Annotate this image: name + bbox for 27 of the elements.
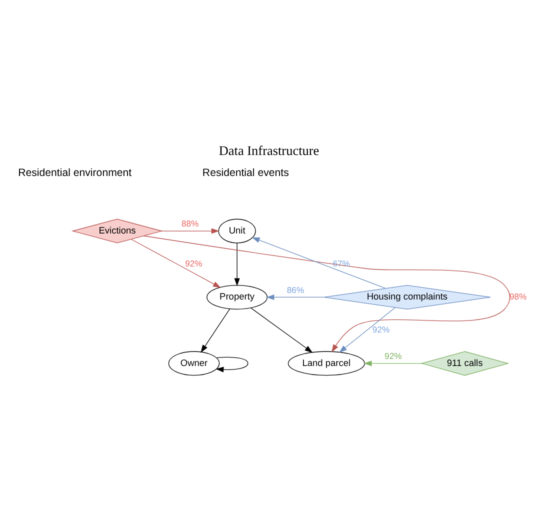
arrow xyxy=(252,237,386,289)
node-diamond: Housing complaints xyxy=(324,284,491,310)
arrow xyxy=(216,356,248,372)
arrow xyxy=(266,294,324,300)
node-ellipse: Owner xyxy=(168,351,220,376)
edge-label: 98% xyxy=(509,291,527,302)
label: Residential events xyxy=(202,166,289,179)
edge-label: 88% xyxy=(182,218,199,229)
arrow xyxy=(234,242,240,286)
node-ellipse: Property xyxy=(206,284,268,310)
label: Residential environment xyxy=(18,166,132,179)
arrow xyxy=(338,307,396,353)
arrow xyxy=(364,360,422,366)
edge-label: 92% xyxy=(185,258,202,268)
arrow xyxy=(144,236,510,352)
node-diamond: Evictions xyxy=(71,218,163,244)
diagram-title: Data Infrastructure xyxy=(218,142,320,158)
arrow xyxy=(200,308,230,353)
edge-label: 86% xyxy=(286,284,304,295)
edge-label: 92% xyxy=(372,324,390,335)
node-ellipse: Land parcel xyxy=(288,351,365,376)
node-diamond: 911 calls xyxy=(420,351,510,376)
arrow xyxy=(130,238,221,288)
arrow xyxy=(250,308,313,353)
arrow xyxy=(161,228,220,234)
node-ellipse: Unit xyxy=(218,218,256,244)
edge-label: 92% xyxy=(384,351,402,362)
